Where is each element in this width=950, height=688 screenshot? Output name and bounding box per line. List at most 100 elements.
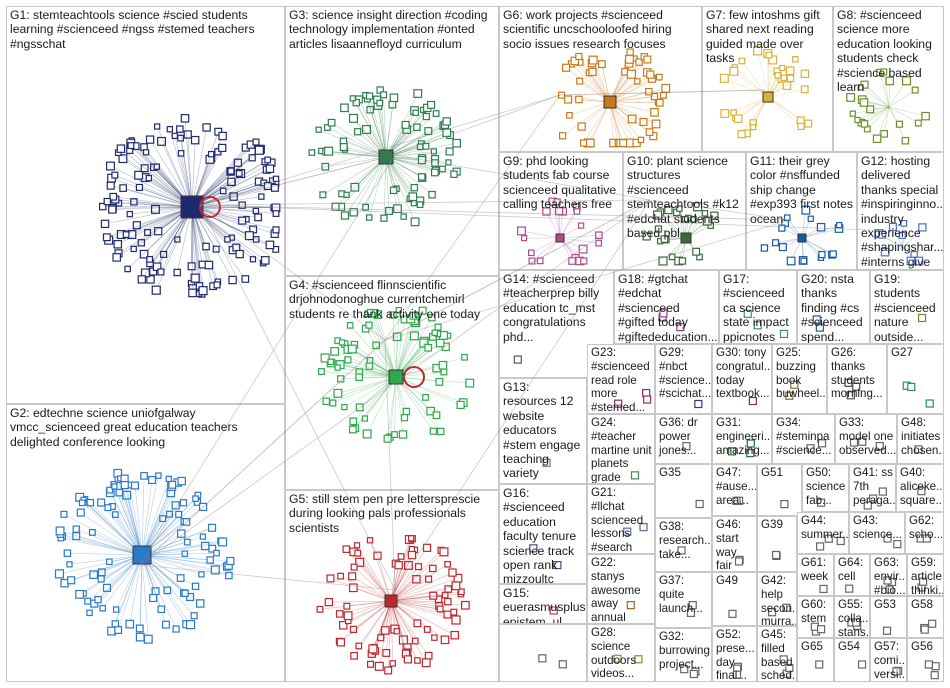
group-g3[interactable]: G3: science insight direction #coding te… xyxy=(285,6,499,276)
group-g52[interactable]: G52: prese... day final... xyxy=(712,626,757,682)
group-g11[interactable]: G11: their grey color #nsffunded ship ch… xyxy=(746,152,857,270)
group-g21[interactable]: G21: #llchat scienceed lessons #search n… xyxy=(587,484,655,554)
group-g57[interactable]: G57: comi... versi... xyxy=(870,638,907,682)
group-g16[interactable]: G16: #scienceed education faculty tenure… xyxy=(499,484,587,584)
node-edge xyxy=(340,364,397,378)
group-g60[interactable]: G60: stem xyxy=(797,596,834,638)
group-g58[interactable]: G58 xyxy=(907,596,944,638)
group-g40[interactable]: G40: aliceke... square... xyxy=(896,464,944,512)
group-g55[interactable]: G55: colla... stans... xyxy=(834,596,870,638)
node-edge xyxy=(556,201,561,239)
node-edge xyxy=(767,96,809,124)
group-network xyxy=(849,437,884,451)
group-g38[interactable]: G38: research... take... xyxy=(655,518,712,572)
group-g5[interactable]: G5: still stem pen pre lettersprescie du… xyxy=(285,490,499,682)
node xyxy=(925,399,934,408)
group-network xyxy=(815,660,824,669)
group-g19[interactable]: G19: students #scienceed nature outside.… xyxy=(870,270,944,344)
group-g34[interactable]: G34: #steminpa #science... xyxy=(772,414,835,464)
group-g43[interactable]: G43: science... xyxy=(849,512,905,554)
group-g17[interactable]: G17: #scienceed ca science state impact … xyxy=(719,270,797,344)
group-g28[interactable]: G28: science outdoors videos... xyxy=(587,624,655,682)
group-g39[interactable]: G39 xyxy=(757,516,797,572)
hub-node xyxy=(378,149,394,165)
group-g27[interactable]: G27 xyxy=(887,344,944,414)
group-g20[interactable]: G20: nsta thanks finding #cs #scienceed … xyxy=(797,270,870,344)
group-network xyxy=(812,315,824,332)
node xyxy=(389,311,397,319)
group-g6[interactable]: G6: work projects #scienceed scientific … xyxy=(499,6,702,152)
node xyxy=(416,201,424,209)
group-g64[interactable]: G64: cell xyxy=(834,554,870,596)
group-g12[interactable]: G12: hosting delivered thanks special #i… xyxy=(857,152,944,270)
node xyxy=(157,605,166,614)
group-network xyxy=(845,584,854,593)
node xyxy=(320,353,330,363)
group-label: G36: dr power jones... xyxy=(659,416,698,457)
node xyxy=(398,430,408,439)
group-g26[interactable]: G26: thanks students morning... xyxy=(827,344,887,414)
group-g30[interactable]: G30: tony congratul... today textbook... xyxy=(712,344,772,414)
node-edge xyxy=(390,588,449,602)
group-g1[interactable]: G1: stemteachtools science #scied studen… xyxy=(6,6,285,404)
node-edge xyxy=(609,101,621,144)
group-g36[interactable]: G36: dr power jones... xyxy=(655,414,712,464)
group-g49[interactable]: G49 xyxy=(712,572,757,626)
group-g59[interactable]: G59: article thinki... xyxy=(907,554,944,596)
group-g54[interactable]: G54 xyxy=(834,638,870,682)
node xyxy=(354,549,362,557)
node-edge xyxy=(191,169,267,208)
group-g50[interactable]: G50: science fab... xyxy=(802,464,849,512)
group-g15[interactable]: G15: euerasmusplus epistem_ul gmooneysim… xyxy=(499,584,587,624)
node-edge xyxy=(111,554,143,632)
group-g25[interactable]: G25: buzzing book buwheel... xyxy=(772,344,827,414)
group-g22[interactable]: G22: stanys awesome away annual colleagu… xyxy=(587,554,655,624)
group-network xyxy=(517,197,603,266)
node xyxy=(86,609,93,617)
group-g65[interactable]: G65 xyxy=(797,638,834,682)
group-g4[interactable]: G4: #scienceed flinnscientific drjohnodo… xyxy=(285,276,499,490)
group-label: G25: buzzing book buwheel... xyxy=(776,346,827,401)
group-g51[interactable]: G51 xyxy=(757,464,802,516)
group-g41[interactable]: G41: ss 7th peraga... xyxy=(849,464,896,512)
node xyxy=(639,117,648,127)
node xyxy=(315,126,322,133)
group-g63[interactable]: G63: envir... #bio... xyxy=(870,554,907,596)
group-g37[interactable]: G37: quite launch... xyxy=(655,572,712,628)
node xyxy=(660,235,669,243)
group-g8[interactable]: G8: #scienceed science more education lo… xyxy=(833,6,944,152)
group-g61[interactable]: G61: week xyxy=(797,554,834,596)
group-g53[interactable]: G53 xyxy=(870,596,907,638)
group-g46[interactable]: G46: start way fair school... xyxy=(712,516,757,572)
group-g42[interactable]: G42: help secon... murra... xyxy=(757,572,797,626)
group-g47[interactable]: G47: #ause... area... xyxy=(712,464,757,516)
group-g18[interactable]: G18: #gtchat #edchat #scienceed #gifted … xyxy=(614,270,719,344)
group-g31[interactable]: G31: engineeri... amazing... xyxy=(712,414,772,464)
group-g45[interactable]: G45: filled based sched... xyxy=(757,626,797,682)
group-g44[interactable]: G44: summer... xyxy=(797,512,849,554)
group-g10[interactable]: G10: plant science structures #scienceed… xyxy=(623,152,746,270)
node xyxy=(564,95,573,104)
node-edge xyxy=(120,148,193,208)
group-g9[interactable]: G9: phd looking students fab course scie… xyxy=(499,152,623,270)
node xyxy=(181,550,189,557)
node xyxy=(407,550,417,560)
group-g48[interactable]: G48: initiates chosen... xyxy=(897,414,944,464)
group-g33[interactable]: G33: model one observed... xyxy=(835,414,897,464)
group-g62[interactable]: G62: scho... xyxy=(905,512,944,554)
group-g23[interactable]: G23: #scienceed read role more #stemed..… xyxy=(587,344,655,414)
group-g7[interactable]: G7: few intoshms gift shared next readin… xyxy=(702,6,833,152)
group-g32[interactable]: G32: burrowing project... xyxy=(655,628,712,682)
group-g56[interactable]: G56 xyxy=(907,638,944,682)
group-g29[interactable]: G29: #nbct #science... #scichat... xyxy=(655,344,712,414)
group-g2[interactable]: G2: edtechne science uniofgalway vmcc_sc… xyxy=(6,404,285,682)
group-g13[interactable]: G13: resources 12 website educators #ste… xyxy=(499,378,587,484)
group-label: G63: envir... #bio... xyxy=(874,556,907,596)
node-edge xyxy=(191,127,207,208)
node xyxy=(339,143,348,151)
node xyxy=(577,122,586,131)
node-edge xyxy=(390,600,394,664)
group-g24[interactable]: G24: #teacher martine unit planets grade… xyxy=(587,414,655,484)
group-g35[interactable]: G35 xyxy=(655,464,712,518)
node xyxy=(892,667,901,676)
